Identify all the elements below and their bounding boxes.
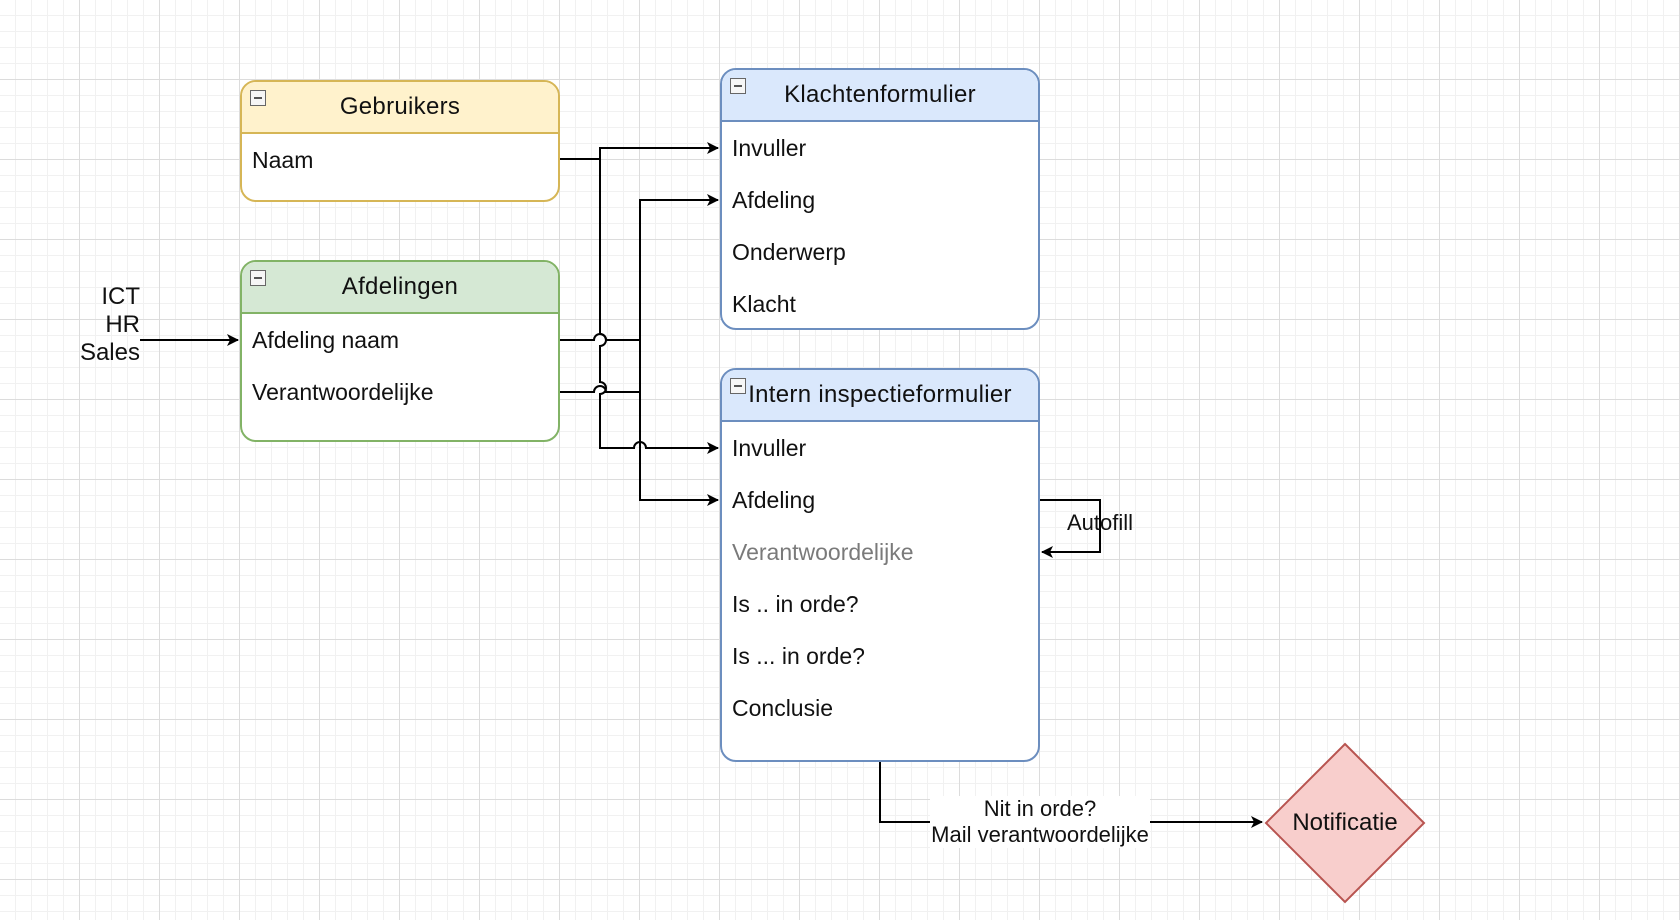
department-values-list[interactable]: ICT HR Sales	[40, 283, 140, 367]
entity-klachtenformulier[interactable]: Klachtenformulier Invuller Afdeling Onde…	[720, 68, 1040, 330]
not-ok-label-line-2: Mail verantwoordelijke	[931, 822, 1149, 847]
edge-afdeling-naam-to-klacht-afdeling[interactable]	[560, 194, 719, 341]
department-value: HR	[105, 311, 140, 338]
entity-inspectieformulier-title: Intern inspectieformulier	[748, 381, 1012, 408]
autofill-label[interactable]: Autofill	[1066, 510, 1134, 535]
field-onderwerp[interactable]: Onderwerp	[732, 239, 846, 265]
notification-diamond[interactable]	[1264, 742, 1426, 904]
field-verantwoordelijke[interactable]: Verantwoordelijke	[252, 379, 434, 405]
edge-naam-to-inspectie-invuller[interactable]	[599, 159, 719, 454]
entity-gebruikers[interactable]: Gebruikers Naam	[240, 80, 560, 202]
collapse-icon[interactable]	[250, 90, 266, 106]
entity-inspectieformulier[interactable]: Intern inspectieformulier Invuller Afdel…	[720, 368, 1040, 762]
entity-inspectieformulier-header[interactable]: Intern inspectieformulier	[722, 370, 1038, 422]
edge-autofill-loop[interactable]	[1040, 499, 1101, 558]
entity-afdelingen-header[interactable]: Afdelingen	[242, 262, 558, 314]
collapse-icon[interactable]	[250, 270, 266, 286]
entity-klachtenformulier-title: Klachtenformulier	[784, 81, 976, 108]
entity-gebruikers-header[interactable]: Gebruikers	[242, 82, 558, 134]
field-verantwoordelijke-autofilled[interactable]: Verantwoordelijke	[732, 539, 914, 565]
field-conclusie[interactable]: Conclusie	[732, 695, 833, 721]
not-ok-label-line-1: Nit in orde?	[983, 796, 1097, 821]
field-check-2[interactable]: Is ... in orde?	[732, 643, 865, 669]
field-naam[interactable]: Naam	[252, 147, 314, 173]
entity-afdelingen[interactable]: Afdelingen Afdeling naam Verantwoordelij…	[240, 260, 560, 442]
entity-afdelingen-title: Afdelingen	[341, 273, 459, 300]
edge-naam-to-klacht-invuller[interactable]	[560, 142, 719, 160]
field-afdeling[interactable]: Afdeling	[732, 187, 816, 213]
field-afdeling-naam[interactable]: Afdeling naam	[252, 327, 400, 353]
collapse-icon[interactable]	[730, 378, 746, 394]
department-value: ICT	[101, 283, 140, 310]
field-invuller[interactable]: Invuller	[732, 135, 807, 161]
entity-klachtenformulier-header[interactable]: Klachtenformulier	[722, 70, 1038, 122]
entity-gebruikers-title: Gebruikers	[339, 93, 461, 120]
collapse-icon[interactable]	[730, 78, 746, 94]
field-check-1[interactable]: Is .. in orde?	[732, 591, 859, 617]
department-value: Sales	[79, 339, 140, 366]
field-klacht[interactable]: Klacht	[732, 291, 796, 317]
notification-decision-shape[interactable]	[1264, 742, 1426, 904]
field-afdeling[interactable]: Afdeling	[732, 487, 816, 513]
field-invuller[interactable]: Invuller	[732, 435, 807, 461]
not-ok-edge-label[interactable]: Nit in orde? Mail verantwoordelijke	[930, 796, 1150, 848]
edge-verantwoordelijke-to-inspectie-afdeling[interactable]	[560, 385, 719, 506]
